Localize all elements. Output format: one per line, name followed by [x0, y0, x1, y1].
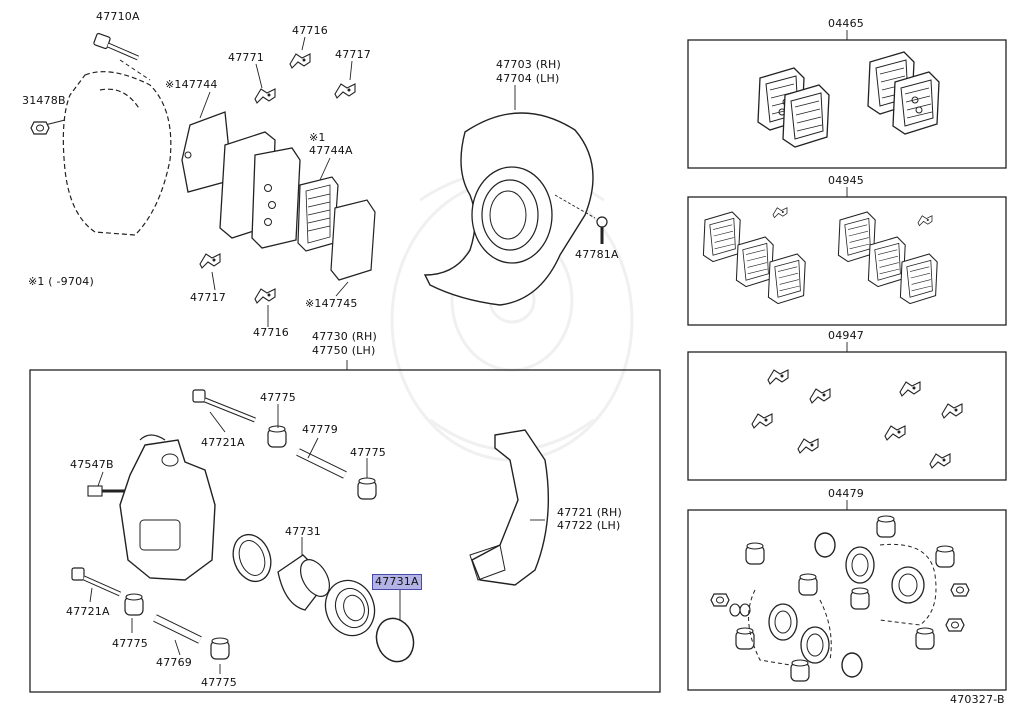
pin-47769	[153, 614, 202, 644]
kit-04465-pads	[757, 51, 940, 148]
bolt-47721A-top	[192, 389, 256, 423]
label-mark-1: ※1	[309, 131, 326, 144]
caliper-body	[119, 434, 216, 581]
label-47731: 47731	[285, 525, 321, 538]
label-47731A-highlighted: 47731A	[372, 574, 422, 590]
label-47721A-b: 47721A	[66, 605, 110, 618]
label-47703: 47703 (RH)	[496, 58, 561, 71]
clip-47716-bottom	[254, 288, 276, 304]
clip-47717-top	[334, 83, 356, 99]
label-47547B: 47547B	[70, 458, 114, 471]
kit-04945-shims	[702, 207, 938, 305]
screw-47781A	[596, 216, 608, 244]
label-147744: ※147744	[165, 78, 218, 91]
bracket-47721	[469, 429, 550, 586]
label-47721A-a: 47721A	[201, 436, 245, 449]
kit-label-04945: 04945	[828, 174, 864, 187]
label-mark-1-range: ※1 ( -9704)	[28, 275, 94, 288]
seal-ring	[232, 533, 272, 583]
label-47779: 47779	[302, 423, 338, 436]
shim-147745	[330, 199, 376, 281]
boot-47775-d	[210, 637, 230, 660]
pin-47779	[296, 448, 347, 479]
ring-47731A	[375, 617, 415, 663]
boot-47775-b	[357, 477, 377, 500]
figure-id: 470327-B	[950, 693, 1005, 706]
label-47716-bottom: 47716	[253, 326, 289, 339]
label-47716-top: 47716	[292, 24, 328, 37]
label-47775-a: 47775	[260, 391, 296, 404]
clip-47717-bottom	[199, 253, 221, 269]
kit-box-04479	[687, 509, 1007, 691]
bleeder-47547B	[87, 485, 125, 497]
caliper-silhouette	[62, 71, 172, 236]
label-47717-top: 47717	[335, 48, 371, 61]
label-31478B: 31478B	[22, 94, 66, 107]
kit-label-04465: 04465	[828, 17, 864, 30]
clip-47771	[254, 88, 276, 104]
kit-label-04947: 04947	[828, 329, 864, 342]
brake-pad-147744	[181, 111, 233, 193]
boot-47775-c	[124, 593, 144, 616]
label-47781A: 47781A	[575, 248, 619, 261]
kit-04947-clips	[751, 369, 963, 469]
label-47775-c: 47775	[112, 637, 148, 650]
kit-box-04465	[687, 39, 1007, 169]
label-47717-bottom: 47717	[190, 291, 226, 304]
kit-label-04479: 04479	[828, 487, 864, 500]
kit-04479-seals	[710, 515, 970, 682]
boot-cylinder	[324, 579, 376, 637]
boot-47775-a	[267, 425, 287, 448]
label-47730: 47730 (RH)	[312, 330, 377, 343]
label-47775-b: 47775	[350, 446, 386, 459]
label-47704: 47704 (LH)	[496, 72, 560, 85]
label-47769: 47769	[156, 656, 192, 669]
label-47710A: 47710A	[96, 10, 140, 23]
label-47744A: 47744A	[309, 144, 353, 157]
caliper-assembly-frame	[29, 369, 661, 693]
bolt-47721A-bottom	[71, 567, 122, 597]
label-147745: ※147745	[305, 297, 358, 310]
label-47750: 47750 (LH)	[312, 344, 376, 357]
clip-47716-top	[289, 53, 311, 69]
kit-box-04947	[687, 351, 1007, 481]
label-47775-d: 47775	[201, 676, 237, 689]
dust-shield-47703	[423, 85, 596, 306]
label-47771: 47771	[228, 51, 264, 64]
label-47722: 47722 (LH)	[557, 519, 621, 532]
bolt-47710A	[93, 32, 139, 61]
brake-pad-center	[219, 131, 301, 249]
piston-47731	[277, 554, 331, 611]
label-47721: 47721 (RH)	[557, 506, 622, 519]
shim-47744A	[297, 176, 339, 252]
